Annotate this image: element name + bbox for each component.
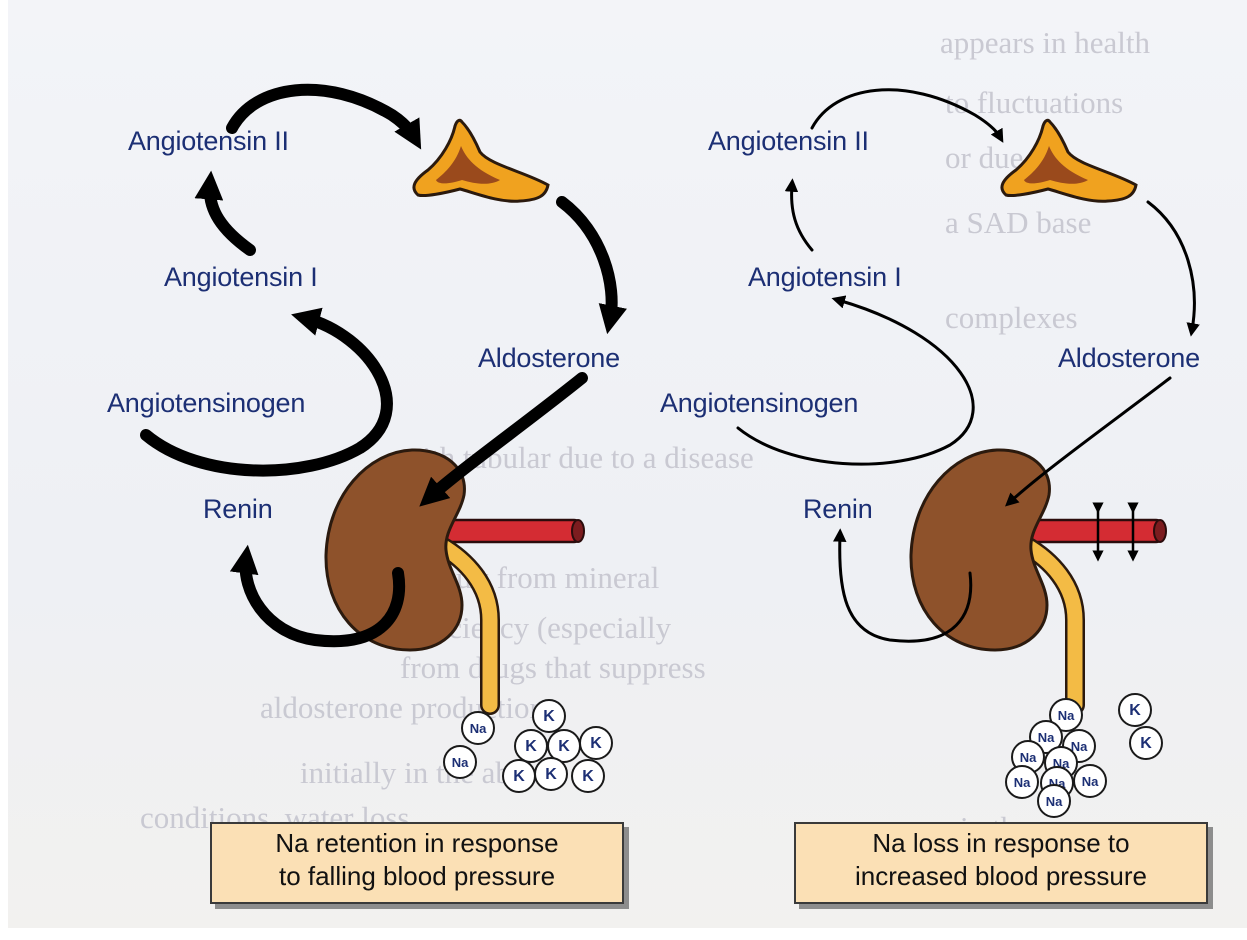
potassium-ion-label: K bbox=[558, 738, 570, 755]
potassium-ion-label: K bbox=[525, 738, 537, 755]
sodium-ion-label: Na bbox=[452, 755, 469, 770]
renal-artery-icon bbox=[440, 520, 584, 542]
left-aldosterone-label: Aldosterone bbox=[478, 343, 620, 374]
sodium-ion-label: Na bbox=[1082, 774, 1099, 789]
left-caption-box: Na retention in response to falling bloo… bbox=[210, 822, 624, 904]
potassium-ion-icon: K bbox=[503, 760, 535, 792]
adrenal-to-aldosterone-arrow bbox=[1148, 202, 1194, 330]
potassium-ion-icon: K bbox=[1119, 694, 1151, 726]
potassium-ion-label: K bbox=[1129, 702, 1141, 719]
sodium-ion-label: Na bbox=[1038, 730, 1055, 745]
potassium-ion-label: K bbox=[1140, 735, 1152, 752]
potassium-ion-icon: K bbox=[515, 730, 547, 762]
sodium-ion-icon: Na bbox=[1038, 785, 1070, 817]
potassium-ion-label: K bbox=[545, 766, 557, 783]
right-renin-label: Renin bbox=[803, 494, 873, 525]
aldosterone-to-kidney-arrow bbox=[430, 378, 582, 497]
left-angiotensin-i-label: Angiotensin I bbox=[164, 262, 318, 293]
sodium-ion-label: Na bbox=[1020, 750, 1037, 765]
sodium-ion-icon: Na bbox=[444, 746, 476, 778]
left-angiotensinogen-label: Angiotensinogen bbox=[107, 388, 305, 419]
potassium-ion-label: K bbox=[582, 768, 594, 785]
potassium-ion-icon: K bbox=[1130, 727, 1162, 759]
right-angiotensin-ii-label: Angiotensin II bbox=[708, 126, 869, 157]
sodium-ion-icon: Na bbox=[1074, 765, 1106, 797]
right-caption-line-2: increased blood pressure bbox=[796, 860, 1206, 893]
sodium-ion-icon: Na bbox=[462, 712, 494, 744]
sodium-ion-label: Na bbox=[1058, 708, 1075, 723]
angiotensin-i-to-angiotensin-ii-arrow bbox=[210, 185, 250, 250]
right-caption-box: Na loss in response to increased blood p… bbox=[794, 822, 1208, 904]
potassium-ion-icon: K bbox=[533, 700, 565, 732]
angiotensin-i-to-angiotensin-ii-arrow bbox=[792, 185, 812, 250]
right-angiotensin-i-label: Angiotensin I bbox=[748, 262, 902, 293]
left-angiotensin-ii-label: Angiotensin II bbox=[128, 126, 289, 157]
sodium-ion-label: Na bbox=[470, 721, 487, 736]
adrenal-gland-icon bbox=[1002, 120, 1136, 201]
potassium-ion-icon: K bbox=[580, 727, 612, 759]
adrenal-gland-icon bbox=[414, 120, 548, 201]
potassium-ion-label: K bbox=[590, 735, 602, 752]
left-caption-line-2: to falling blood pressure bbox=[212, 860, 622, 893]
adrenal-to-aldosterone-arrow bbox=[562, 202, 612, 320]
potassium-ion-icon: K bbox=[535, 758, 567, 790]
left-renin-label: Renin bbox=[203, 494, 273, 525]
angiotensinogen-to-angiotensin-i-arrow bbox=[738, 300, 973, 464]
renal-artery-icon bbox=[1022, 520, 1166, 542]
right-caption-line-1: Na loss in response to bbox=[796, 827, 1206, 860]
right-aldosterone-label: Aldosterone bbox=[1058, 343, 1200, 374]
sodium-ion-label: Na bbox=[1014, 775, 1031, 790]
right-angiotensinogen-label: Angiotensinogen bbox=[660, 388, 858, 419]
sodium-ion-icon: Na bbox=[1006, 766, 1038, 798]
sodium-ion-label: Na bbox=[1046, 794, 1063, 809]
potassium-ion-label: K bbox=[543, 708, 555, 725]
kidney-icon bbox=[911, 450, 1049, 650]
potassium-ion-label: K bbox=[513, 768, 525, 785]
aldosterone-to-kidney-arrow bbox=[1010, 378, 1170, 502]
potassium-ion-icon: K bbox=[572, 760, 604, 792]
left-caption-line-1: Na retention in response bbox=[212, 827, 622, 860]
